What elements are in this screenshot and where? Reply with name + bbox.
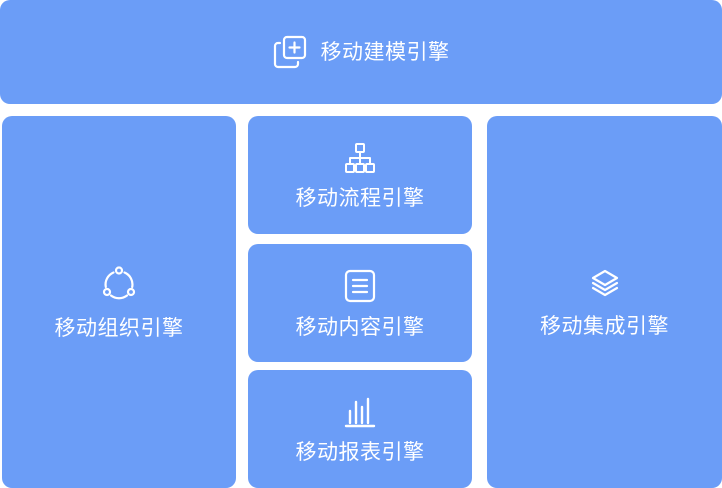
tile-integration-engine[interactable]: 移动集成引擎 — [487, 116, 722, 488]
tile-workflow-engine[interactable]: 移动流程引擎 — [248, 116, 472, 234]
tile-content-engine[interactable]: 移动内容引擎 — [248, 244, 472, 362]
tile-modeling-engine[interactable]: 移动建模引擎 — [0, 0, 722, 104]
tile-label: 移动内容引擎 — [295, 314, 425, 339]
tile-label: 移动报表引擎 — [295, 439, 425, 464]
document-lines-icon — [344, 269, 376, 303]
plus-square-stack-icon — [273, 35, 307, 69]
tile-organization-engine[interactable]: 移动组织引擎 — [2, 116, 236, 488]
bar-chart-icon — [343, 396, 377, 428]
tile-label: 移动建模引擎 — [320, 39, 450, 64]
tile-report-engine[interactable]: 移动报表引擎 — [248, 370, 472, 488]
tile-label: 移动组织引擎 — [54, 315, 184, 340]
org-chart-icon — [344, 142, 376, 174]
layers-icon — [590, 268, 620, 298]
tile-label: 移动流程引擎 — [295, 185, 425, 210]
tile-label: 移动集成引擎 — [540, 313, 669, 338]
share-nodes-icon — [102, 265, 136, 300]
